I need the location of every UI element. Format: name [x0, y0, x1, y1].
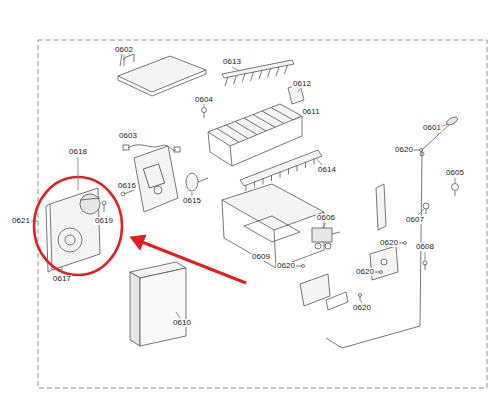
callout-number: 0607 [405, 216, 425, 224]
support-bracket [222, 184, 324, 268]
heater-bar [240, 150, 322, 191]
screw [121, 190, 134, 196]
callout-number: 0610 [172, 319, 192, 327]
callout-number: 0616 [117, 182, 137, 190]
motor-coupler [186, 173, 208, 191]
callout-number: 0619 [94, 217, 114, 225]
callout-number: 0620 [394, 146, 414, 154]
callout-number: 0611 [301, 108, 320, 116]
callout-number: 0604 [194, 96, 214, 104]
callout-number: 0620 [355, 268, 375, 276]
callout-number: 0601 [422, 124, 442, 132]
arm-clip [452, 184, 459, 197]
feeler-arm [326, 115, 459, 348]
highlight-circle [34, 177, 122, 275]
callout-number: 0615 [182, 197, 202, 205]
lower-tab [326, 292, 348, 310]
control-housing [134, 146, 178, 212]
callout-number: 0606 [316, 214, 336, 222]
callout-number: 0613 [222, 58, 242, 66]
lower-bracket [300, 274, 330, 306]
callout-number: 0612 [292, 80, 312, 88]
screw [374, 271, 383, 274]
callout-number: 0603 [118, 132, 138, 140]
callout-number: 0602 [114, 46, 134, 54]
screw [398, 242, 407, 245]
leader-line [62, 55, 455, 318]
screw [359, 294, 362, 301]
cover-plate [118, 54, 206, 96]
mount-plate [376, 184, 386, 230]
ice-mold [208, 104, 302, 166]
callout-number: 0614 [317, 166, 337, 174]
screw [102, 201, 106, 212]
callout-number: 0618 [68, 148, 88, 156]
callout-number: 0620 [352, 304, 372, 312]
water-valve [312, 228, 340, 249]
arm-bushing [423, 203, 429, 214]
callout-number: 0605 [445, 169, 465, 177]
callout-number: 0620 [379, 239, 399, 247]
front-cover [130, 262, 186, 346]
callout-number: 0617 [52, 275, 72, 283]
callout-number: 0620 [276, 262, 296, 270]
callout-number: 0621 [11, 217, 31, 225]
drive-module [46, 188, 100, 272]
group-frame [38, 40, 487, 388]
highlight-arrow [130, 235, 246, 283]
callout-number: 0609 [251, 253, 271, 261]
screw [423, 261, 427, 270]
screw [202, 108, 207, 119]
screw [296, 265, 305, 268]
callout-number: 0608 [415, 243, 435, 251]
screw [414, 149, 423, 152]
wire-harness [123, 145, 180, 152]
